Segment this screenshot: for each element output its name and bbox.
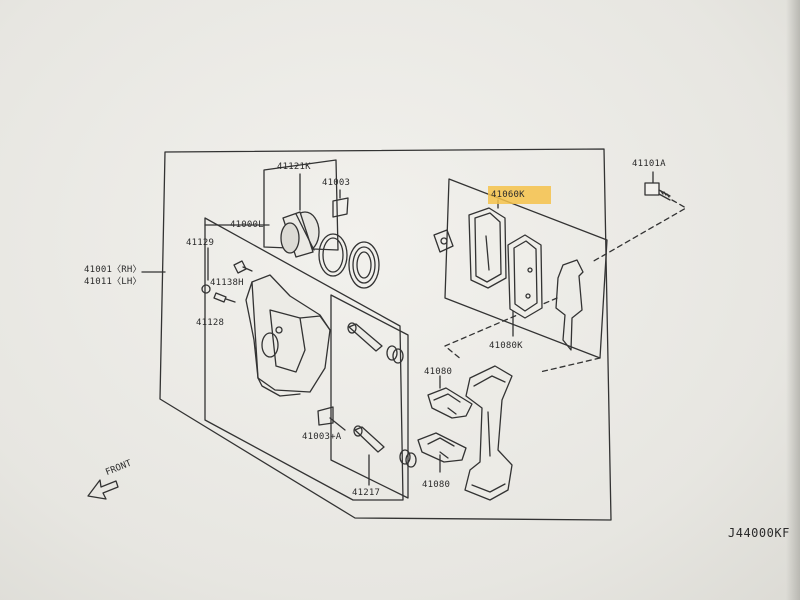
bleeder-cap-drawing <box>201 284 236 303</box>
label-41001-rh: 41001〈RH〉 <box>84 265 142 275</box>
label-41138h: 41138H <box>210 278 244 288</box>
pin-boot-lower-drawing <box>399 449 417 468</box>
bolt-41101a-drawing <box>644 182 671 201</box>
label-41217: 41217 <box>352 488 381 498</box>
label-41128: 41128 <box>196 318 225 328</box>
insulator-41003-drawing <box>332 197 349 218</box>
seal-ring-outer <box>318 233 348 277</box>
seal-kit-frame <box>263 159 339 251</box>
boot-ring <box>348 241 380 289</box>
part-number-highlight <box>488 186 551 204</box>
label-41101a: 41101A <box>632 159 666 169</box>
label-41003a: 41003+A <box>302 432 342 442</box>
brake-pad-inner-drawing <box>468 207 507 289</box>
pin-subframe <box>330 294 409 499</box>
anti-rattle-clip-lower-drawing <box>417 432 467 463</box>
label-41080-lower: 41080 <box>422 480 451 490</box>
diagram-code: J44000KF <box>728 526 790 540</box>
label-41121k: 41121K <box>277 162 311 172</box>
torque-member-drawing <box>464 365 513 501</box>
insulator-41003a-drawing <box>317 406 334 426</box>
label-41003: 41003 <box>322 178 351 188</box>
inner-subframe <box>204 217 404 501</box>
label-41011-lh: 41011〈LH〉 <box>84 277 142 287</box>
label-41080k: 41080K <box>489 341 523 351</box>
pad-shim-drawing <box>433 229 454 253</box>
piston-drawing <box>280 211 320 258</box>
brake-pad-outer-drawing <box>507 234 543 319</box>
front-arrow-icon <box>87 479 119 500</box>
label-41080-upper: 41080 <box>424 367 453 377</box>
label-41000l: 41000L <box>230 220 264 230</box>
bleeder-screw-drawing <box>233 260 253 274</box>
page-edge-shadow <box>786 0 800 600</box>
guide-pin-upper-drawing <box>347 322 383 352</box>
caliper-body-drawing <box>245 274 331 397</box>
label-41129: 41129 <box>186 238 215 248</box>
pin-boot-upper-drawing <box>386 345 404 364</box>
pad-clip-drawing <box>555 259 584 351</box>
guide-pin-lower-drawing <box>353 425 385 453</box>
outer-frame <box>159 148 612 521</box>
anti-rattle-clip-upper-drawing <box>427 387 473 419</box>
label-41060k: 41060K <box>491 190 525 200</box>
